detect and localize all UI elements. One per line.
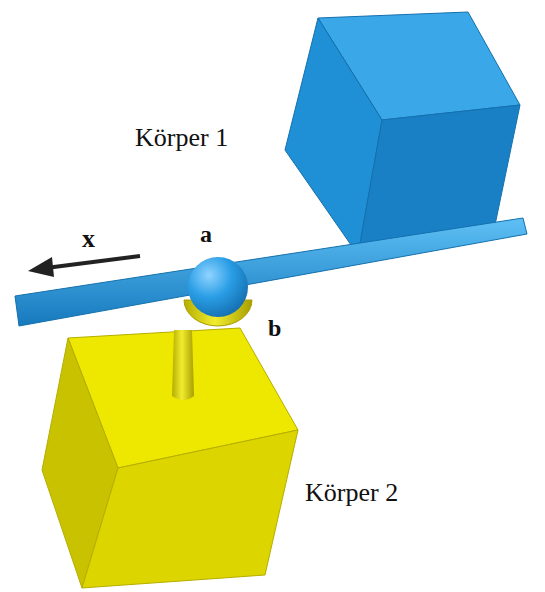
body-label: Körper 1 xyxy=(135,125,228,151)
point-label: a xyxy=(200,222,212,246)
blue-cube xyxy=(285,12,520,255)
body-label: Körper 2 xyxy=(305,480,398,506)
rod xyxy=(15,218,527,326)
x-axis-arrow xyxy=(28,256,140,277)
socket-stem xyxy=(172,330,194,400)
axis-label: x xyxy=(82,226,95,252)
point-label: b xyxy=(268,316,281,340)
yellow-cube xyxy=(42,328,298,588)
ball-joint xyxy=(188,257,248,317)
